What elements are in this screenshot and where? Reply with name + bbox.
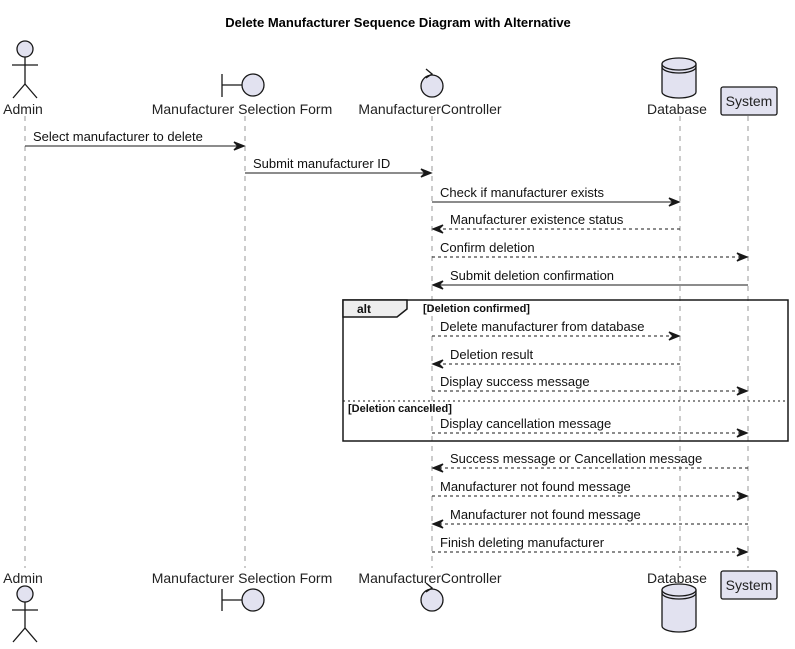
arrowhead-icon bbox=[668, 197, 681, 207]
arrowhead-icon bbox=[736, 386, 749, 396]
arrowhead-icon bbox=[736, 428, 749, 438]
participant-label: Database bbox=[647, 570, 707, 586]
arrowhead-icon bbox=[736, 491, 749, 501]
message-label: Confirm deletion bbox=[440, 240, 535, 255]
arrowhead-icon bbox=[736, 252, 749, 262]
fragment-tab bbox=[342, 299, 408, 318]
arrowhead-icon bbox=[431, 280, 444, 290]
message-label: Display cancellation message bbox=[440, 416, 611, 431]
message-label: Submit deletion confirmation bbox=[450, 268, 614, 283]
message-2: Submit manufacturer ID bbox=[245, 156, 433, 178]
message-1: Select manufacturer to delete bbox=[25, 129, 246, 151]
arrowhead-icon bbox=[431, 463, 444, 473]
message-6: Submit deletion confirmation bbox=[431, 268, 748, 290]
message-9: Display success message bbox=[432, 374, 749, 396]
participant-admin-top: Admin bbox=[3, 40, 43, 117]
fragment-guard: [Deletion cancelled] bbox=[348, 403, 452, 415]
message-label: Check if manufacturer exists bbox=[440, 185, 605, 200]
participant-label: Manufacturer Selection Form bbox=[152, 570, 333, 586]
message-5: Confirm deletion bbox=[432, 240, 749, 262]
message-3: Check if manufacturer exists bbox=[432, 185, 681, 207]
arrowhead-icon bbox=[431, 224, 444, 234]
participant-label: Admin bbox=[3, 570, 43, 586]
message-label: Manufacturer not found message bbox=[450, 507, 641, 522]
participant-database-top: Database bbox=[647, 57, 707, 117]
arrowhead-icon bbox=[431, 359, 444, 369]
participant-database-bottom: Database bbox=[647, 570, 707, 633]
participant-box bbox=[720, 86, 778, 116]
message-label: Submit manufacturer ID bbox=[253, 156, 390, 171]
message-label: Display success message bbox=[440, 374, 590, 389]
arrowhead-icon bbox=[233, 141, 246, 151]
message-10: Display cancellation message bbox=[432, 416, 749, 438]
message-label: Delete manufacturer from database bbox=[440, 319, 645, 334]
message-label: Manufacturer existence status bbox=[450, 212, 624, 227]
participant-system-top: System bbox=[720, 86, 778, 116]
participant-system-bottom: System bbox=[720, 570, 778, 600]
database-icon bbox=[661, 583, 697, 633]
message-13: Manufacturer not found message bbox=[431, 507, 748, 529]
arrowhead-icon bbox=[668, 331, 681, 341]
alt-fragment: alt [Deletion confirmed] [Deletion cance… bbox=[342, 299, 789, 442]
arrowhead-icon bbox=[420, 168, 433, 178]
message-4: Manufacturer existence status bbox=[431, 212, 680, 234]
fragment-guard: [Deletion confirmed] bbox=[423, 303, 530, 315]
message-12: Manufacturer not found message bbox=[432, 479, 749, 501]
participant-controller-bottom: ManufacturerController bbox=[358, 570, 502, 612]
fragment-frame bbox=[342, 299, 789, 442]
message-8: Deletion result bbox=[431, 347, 680, 369]
control-icon bbox=[420, 582, 444, 612]
message-label: Manufacturer not found message bbox=[440, 479, 631, 494]
participant-form-bottom: Manufacturer Selection Form bbox=[152, 570, 333, 612]
participant-box bbox=[720, 570, 778, 600]
participant-label: System bbox=[726, 93, 773, 109]
actor-icon bbox=[12, 40, 38, 99]
message-7: Delete manufacturer from database bbox=[432, 319, 681, 341]
lifelines bbox=[24, 116, 749, 568]
participant-label: ManufacturerController bbox=[358, 570, 502, 586]
participant-label: Admin bbox=[3, 101, 43, 117]
boundary-icon bbox=[221, 588, 265, 612]
arrowhead-icon bbox=[431, 519, 444, 529]
participant-label: System bbox=[726, 577, 773, 593]
participant-label: Database bbox=[647, 101, 707, 117]
boundary-icon bbox=[221, 73, 265, 97]
participant-controller-top: ManufacturerController bbox=[358, 68, 502, 117]
participant-form-top: Manufacturer Selection Form bbox=[152, 73, 333, 117]
message-label: Deletion result bbox=[450, 347, 533, 362]
message-11: Success message or Cancellation message bbox=[431, 451, 748, 473]
message-label: Select manufacturer to delete bbox=[33, 129, 203, 144]
actor-icon bbox=[12, 585, 38, 643]
arrowhead-icon bbox=[736, 547, 749, 557]
participant-admin-bottom: Admin bbox=[3, 570, 43, 643]
message-label: Success message or Cancellation message bbox=[450, 451, 702, 466]
database-icon bbox=[661, 57, 697, 99]
participant-label: Manufacturer Selection Form bbox=[152, 101, 333, 117]
control-icon bbox=[420, 68, 444, 98]
message-14: Finish deleting manufacturer bbox=[432, 535, 749, 557]
message-label: Finish deleting manufacturer bbox=[440, 535, 605, 550]
fragment-keyword: alt bbox=[357, 302, 371, 316]
participant-label: ManufacturerController bbox=[358, 101, 502, 117]
diagram-title: Delete Manufacturer Sequence Diagram wit… bbox=[225, 15, 571, 30]
